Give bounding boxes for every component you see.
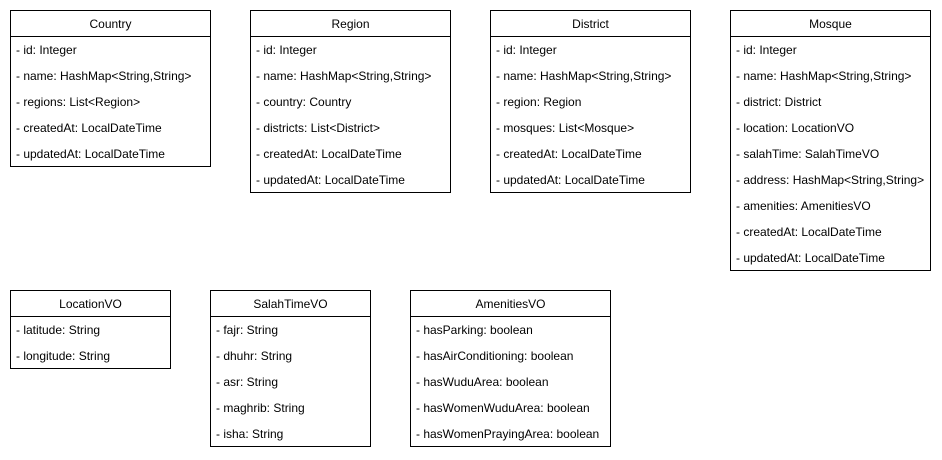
class-country[interactable]: Country - id: Integer - name: HashMap<St… bbox=[10, 10, 211, 167]
attribute: - createdAt: LocalDateTime bbox=[256, 147, 402, 161]
attribute: - dhuhr: String bbox=[216, 349, 293, 363]
attribute: - isha: String bbox=[216, 427, 284, 441]
class-name: Mosque bbox=[731, 11, 930, 37]
attribute: - name: HashMap<String,String> bbox=[496, 69, 672, 83]
attribute: - hasWuduArea: boolean bbox=[416, 375, 549, 389]
attribute: - hasWomenWuduArea: boolean bbox=[416, 401, 590, 415]
class-district[interactable]: District - id: Integer - name: HashMap<S… bbox=[490, 10, 691, 193]
attribute: - country: Country bbox=[256, 95, 352, 109]
attribute: - updatedAt: LocalDateTime bbox=[16, 147, 165, 161]
attribute: - hasAirConditioning: boolean bbox=[416, 349, 574, 363]
class-name: District bbox=[491, 11, 690, 37]
attribute: - fajr: String bbox=[216, 323, 279, 337]
attribute: - maghrib: String bbox=[216, 401, 305, 415]
class-region[interactable]: Region - id: Integer - name: HashMap<Str… bbox=[250, 10, 451, 193]
class-name: SalahTimeVO bbox=[211, 291, 370, 317]
attribute: - districts: List<District> bbox=[256, 121, 381, 135]
class-salahtimevo[interactable]: SalahTimeVO - fajr: String - dhuhr: Stri… bbox=[210, 290, 371, 447]
attribute: - longitude: String bbox=[16, 349, 111, 363]
attribute: - id: Integer bbox=[496, 43, 557, 57]
attribute: - updatedAt: LocalDateTime bbox=[496, 173, 645, 187]
class-name: LocationVO bbox=[11, 291, 170, 317]
attribute: - name: HashMap<String,String> bbox=[256, 69, 432, 83]
attribute: - regions: List<Region> bbox=[16, 95, 141, 109]
attribute: - name: HashMap<String,String> bbox=[736, 69, 912, 83]
class-amenitiesvo[interactable]: AmenitiesVO - hasParking: boolean - hasA… bbox=[410, 290, 611, 447]
attribute: - id: Integer bbox=[736, 43, 797, 57]
attribute: - location: LocationVO bbox=[736, 121, 855, 135]
class-mosque[interactable]: Mosque - id: Integer - name: HashMap<Str… bbox=[730, 10, 931, 271]
attribute: - hasParking: boolean bbox=[416, 323, 533, 337]
attribute: - createdAt: LocalDateTime bbox=[736, 225, 882, 239]
attribute: - createdAt: LocalDateTime bbox=[496, 147, 642, 161]
attribute: - address: HashMap<String,String> bbox=[736, 173, 925, 187]
class-locationvo[interactable]: LocationVO - latitude: String - longitud… bbox=[10, 290, 171, 369]
attribute: - name: HashMap<String,String> bbox=[16, 69, 192, 83]
attribute: - region: Region bbox=[496, 95, 582, 109]
class-name: Region bbox=[251, 11, 450, 37]
attribute: - asr: String bbox=[216, 375, 279, 389]
attribute: - updatedAt: LocalDateTime bbox=[256, 173, 405, 187]
class-name: AmenitiesVO bbox=[411, 291, 610, 317]
attribute: - id: Integer bbox=[16, 43, 77, 57]
attribute: - district: District bbox=[736, 95, 822, 109]
attribute: - hasWomenPrayingArea: boolean bbox=[416, 427, 600, 441]
attribute: - salahTime: SalahTimeVO bbox=[736, 147, 880, 161]
attribute: - amenities: AmenitiesVO bbox=[736, 199, 871, 213]
attribute: - createdAt: LocalDateTime bbox=[16, 121, 162, 135]
attribute: - latitude: String bbox=[16, 323, 101, 337]
attribute: - id: Integer bbox=[256, 43, 317, 57]
attribute: - updatedAt: LocalDateTime bbox=[736, 251, 885, 265]
class-name: Country bbox=[11, 11, 210, 37]
attribute: - mosques: List<Mosque> bbox=[496, 121, 635, 135]
